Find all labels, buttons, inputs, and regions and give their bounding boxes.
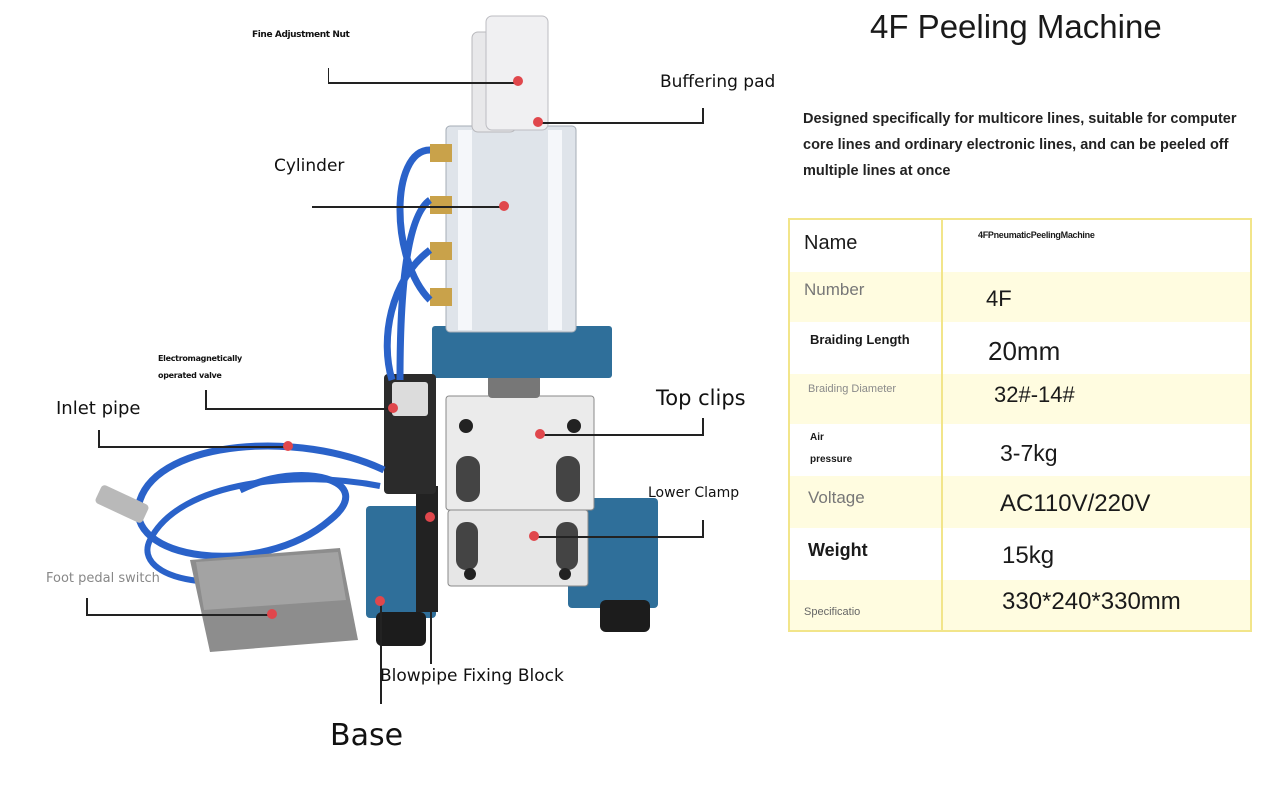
- label-valve-line2: operated valve: [158, 371, 222, 380]
- air-connector: [95, 485, 149, 523]
- marker-dot: [375, 596, 385, 606]
- lower-clamp-slot-right: [556, 522, 578, 570]
- spec-label: Name: [804, 232, 858, 254]
- spec-table-divider: [941, 220, 943, 630]
- marker-dot: [425, 512, 435, 522]
- foot-pedal-top: [196, 552, 346, 610]
- leader-inlet-pipe: [98, 430, 290, 448]
- label-base: Base: [330, 718, 404, 753]
- marker-dot: [513, 76, 523, 86]
- label-inlet-pipe: Inlet pipe: [56, 398, 141, 419]
- spec-value: 4FPneumaticPeelingMachine: [978, 230, 1095, 240]
- base-left-foot: [376, 612, 426, 646]
- base-right-foot: [600, 600, 650, 632]
- spec-label: Number: [804, 280, 865, 299]
- spec-value: 20mm: [988, 336, 1061, 366]
- lower-clamp-slot-left: [456, 522, 478, 570]
- air-fitting: [430, 288, 452, 306]
- label-cylinder: Cylinder: [274, 156, 345, 176]
- blue-air-tube: [383, 146, 433, 382]
- spec-row-specification: Specificatio 330*240*330mm: [790, 580, 1250, 630]
- air-fitting: [430, 144, 452, 162]
- product-description: Designed specifically for multicore line…: [803, 111, 1237, 179]
- leader-foot-pedal: [86, 598, 274, 616]
- top-clips-slot-right: [556, 456, 580, 502]
- solenoid-cap: [392, 382, 428, 416]
- spec-label: Weight: [808, 540, 868, 560]
- label-blowpipe-fixing-block: Blowpipe Fixing Block: [380, 666, 564, 686]
- marker-dot: [499, 201, 509, 211]
- label-top-clips: Top clips: [656, 386, 746, 410]
- leader-top-clips: [540, 418, 704, 436]
- marker-dot: [283, 441, 293, 451]
- label-foot-pedal-switch: Foot pedal switch: [46, 571, 160, 586]
- spec-value: 15kg: [1002, 542, 1055, 569]
- base-right-rail: [568, 498, 658, 608]
- spec-row-air-pressure: Air pressure 3-7kg: [790, 424, 1250, 476]
- spec-row-braiding-diameter: Braiding Diameter 32#-14#: [790, 374, 1250, 424]
- spec-label-line1: Air: [810, 432, 824, 443]
- spec-value: 3-7kg: [1000, 440, 1058, 466]
- spec-table: Name 4FPneumaticPeelingMachine Number 4F…: [788, 218, 1252, 632]
- spec-label-line2: pressure: [810, 454, 853, 465]
- spec-row-name: Name 4FPneumaticPeelingMachine: [790, 220, 1250, 272]
- machine-illustration: Fine Adjustment Nut Buffering pad Cylind…: [46, 15, 776, 753]
- leader-buffering-pad: [538, 108, 704, 124]
- spec-label: Specificatio: [804, 606, 861, 618]
- marker-dot: [388, 403, 398, 413]
- spec-label: Braiding Diameter: [808, 383, 897, 395]
- spec-value: 330*240*330mm: [1002, 588, 1181, 615]
- spec-row-braiding-length: Braiding Length 20mm: [790, 322, 1250, 374]
- label-buffering-pad: Buffering pad: [660, 72, 776, 92]
- marker-dot: [533, 117, 543, 127]
- buffer-rod-front: [485, 15, 549, 131]
- spec-value: 4F: [986, 286, 1012, 311]
- marker-dot: [529, 531, 539, 541]
- marker-dot: [267, 609, 277, 619]
- leader-solenoid-valve: [205, 390, 395, 410]
- adjust-nut: [488, 374, 540, 398]
- page-title: 4F Peeling Machine: [870, 8, 1162, 45]
- spec-row-weight: Weight 15kg: [790, 528, 1250, 580]
- cylinder-highlight: [458, 130, 472, 330]
- spec-value: AC110V/220V: [1000, 490, 1151, 517]
- top-plate: [432, 326, 612, 378]
- top-clips-screw: [567, 419, 581, 433]
- cylinder-highlight: [548, 130, 562, 330]
- label-fine-adjustment-nut: Fine Adjustment Nut: [252, 30, 350, 40]
- leader-cylinder: [312, 206, 504, 208]
- spec-row-voltage: Voltage AC110V/220V: [790, 476, 1250, 528]
- leader-fine-adjustment-nut: [328, 68, 519, 84]
- marker-dot: [535, 429, 545, 439]
- lower-clamp-screw: [559, 568, 571, 580]
- air-fitting: [430, 196, 452, 214]
- spec-label: Braiding Length: [810, 332, 910, 347]
- leader-blowpipe: [430, 516, 432, 664]
- spec-value: 32#-14#: [994, 382, 1075, 407]
- blowpipe-block: [416, 486, 438, 612]
- label-valve-line1: Electromagnetically: [158, 354, 242, 363]
- inlet-tube-coil: [134, 442, 386, 560]
- leader-lower-clamp: [534, 520, 704, 538]
- top-clips-slot-left: [456, 456, 480, 502]
- label-lower-clamp: Lower Clamp: [648, 485, 740, 501]
- air-fitting: [430, 242, 452, 260]
- spec-row-number: Number 4F: [790, 272, 1250, 322]
- top-clips-screw: [459, 419, 473, 433]
- spec-label: Voltage: [808, 488, 865, 507]
- lower-clamp-screw: [464, 568, 476, 580]
- leader-base: [380, 600, 382, 704]
